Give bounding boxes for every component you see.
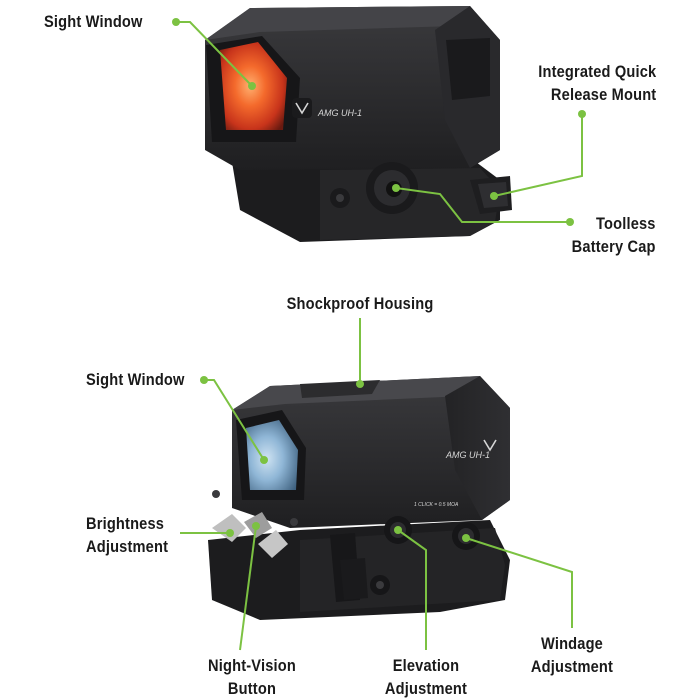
- callout-brightness-adjustment: Brightness Adjustment: [86, 512, 168, 558]
- top-leader-lines: [172, 18, 586, 226]
- callout-windage-line1: Windage: [540, 634, 604, 653]
- top-sight-body: AMG UH-1: [205, 6, 512, 242]
- bottom-model-marking: AMG UH-1: [445, 450, 490, 460]
- callout-elevation-line2: Adjustment: [384, 679, 468, 698]
- callout-battery-cap: Toolless Battery Cap: [572, 212, 656, 258]
- bottom-leader-lines: [180, 318, 573, 651]
- callout-quick-release-mount: Integrated Quick Release Mount: [538, 60, 656, 106]
- top-model-marking: AMG UH-1: [317, 108, 362, 118]
- callout-elevation-line1: Elevation: [392, 656, 460, 675]
- click-value-marking: 1 CLICK = 0.5 MOA: [414, 502, 459, 508]
- callout-brightness-line1: Brightness: [86, 514, 165, 533]
- callout-brightness-line2: Adjustment: [86, 537, 169, 556]
- callout-shockproof-housing: Shockproof Housing: [274, 292, 446, 315]
- callout-night-vision-line2: Button: [227, 679, 277, 698]
- callout-elevation-adjustment: Elevation Adjustment: [381, 654, 470, 700]
- callout-night-vision-line1: Night-Vision: [208, 656, 296, 675]
- callout-quick-release-line2: Release Mount: [550, 85, 656, 104]
- callout-shockproof-text: Shockproof Housing: [286, 294, 434, 313]
- bottom-sight-body: AMG UH-1 1 CLICK = 0.5 MOA: [208, 376, 510, 620]
- callout-night-vision-button: Night-Vision Button: [204, 654, 300, 700]
- callout-battery-cap-line2: Battery Cap: [572, 237, 656, 256]
- callout-top-sight-window: Sight Window: [44, 10, 143, 33]
- callout-top-sight-window-text: Sight Window: [44, 12, 143, 31]
- callout-quick-release-line1: Integrated Quick: [537, 62, 656, 81]
- callout-bottom-sight-window: Sight Window: [86, 368, 185, 391]
- callout-windage-adjustment: Windage Adjustment: [527, 632, 616, 678]
- callout-bottom-sight-window-text: Sight Window: [86, 370, 185, 389]
- callout-windage-line2: Adjustment: [530, 657, 614, 676]
- callout-battery-cap-line1: Toolless: [596, 214, 656, 233]
